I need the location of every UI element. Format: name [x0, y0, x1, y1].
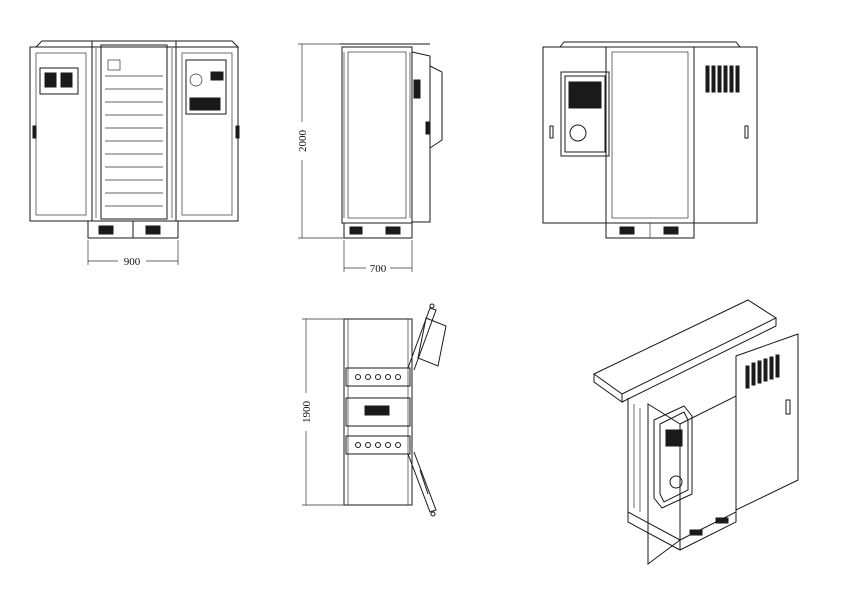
dimension-2000	[298, 43, 344, 239]
dimension-label-1900: 1900	[301, 401, 313, 424]
front-view-open	[29, 40, 240, 239]
rear-vents	[705, 65, 740, 93]
dimension-label-700: 700	[370, 263, 387, 275]
dimension-700	[343, 240, 413, 272]
isometric-view	[593, 299, 799, 565]
dimension-label-2000: 2000	[297, 130, 309, 153]
upper-knobs	[355, 374, 401, 380]
dimension-1900	[302, 318, 344, 506]
iso-vents	[745, 354, 780, 389]
dimension-label-900: 900	[124, 256, 141, 268]
rear-view	[542, 41, 758, 239]
dimension-900	[87, 240, 179, 265]
rack-shelves	[105, 59, 163, 207]
lower-knobs	[355, 442, 401, 448]
top-view	[343, 303, 447, 517]
side-view	[340, 43, 443, 239]
